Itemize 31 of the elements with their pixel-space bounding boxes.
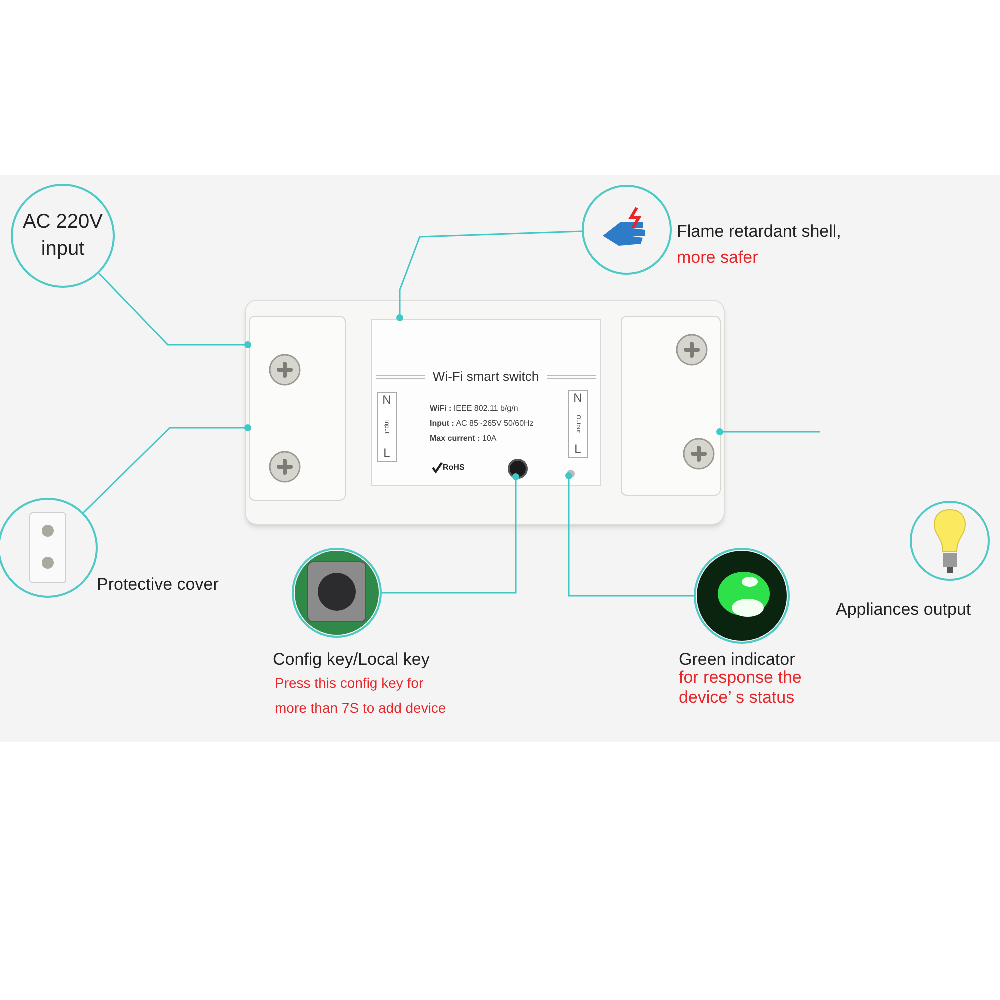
terminal-label — [377, 392, 397, 462]
callout-text: Flame retardant shell, — [677, 221, 842, 243]
callout-text: Config key/Local key — [273, 649, 431, 671]
leader-line — [716, 428, 820, 436]
config-button — [508, 459, 528, 479]
rohs-mark-text: RoHS — [443, 462, 465, 474]
callout-text: more safer — [677, 247, 760, 269]
callout-text: Green indicator — [679, 649, 796, 670]
terminal-label — [568, 390, 588, 458]
callout-text: AC 220V input — [22, 210, 104, 262]
callout-text: Appliances output — [836, 599, 972, 621]
terminal-cover — [621, 316, 721, 496]
leader-line — [396, 230, 582, 322]
spec-text: Max current : 10A — [430, 434, 498, 444]
terminal-letter: N — [382, 394, 392, 407]
leader-line — [566, 472, 694, 597]
switch-body-drawing — [245, 300, 725, 525]
leader-line — [98, 272, 252, 348]
spec-text: WiFi : IEEE 802.11 b/g/n — [430, 404, 520, 414]
spec-text: Input : AC 85~265V 50/60Hz — [430, 419, 534, 429]
callout-text: Protective cover — [97, 574, 220, 596]
terminal-letter: L — [574, 443, 582, 456]
terminal-letter: L — [384, 447, 390, 460]
terminal-cover — [249, 316, 346, 501]
callout-text: Press this config key for more than 7S to add device — [275, 674, 448, 718]
leader-line — [382, 474, 520, 594]
callout-text: for response the device’ s status — [679, 668, 803, 708]
leader-line — [83, 424, 252, 514]
label-panel — [371, 319, 601, 486]
product-title: Wi-Fi smart switch — [432, 368, 540, 386]
terminal-letter: N — [574, 392, 582, 405]
